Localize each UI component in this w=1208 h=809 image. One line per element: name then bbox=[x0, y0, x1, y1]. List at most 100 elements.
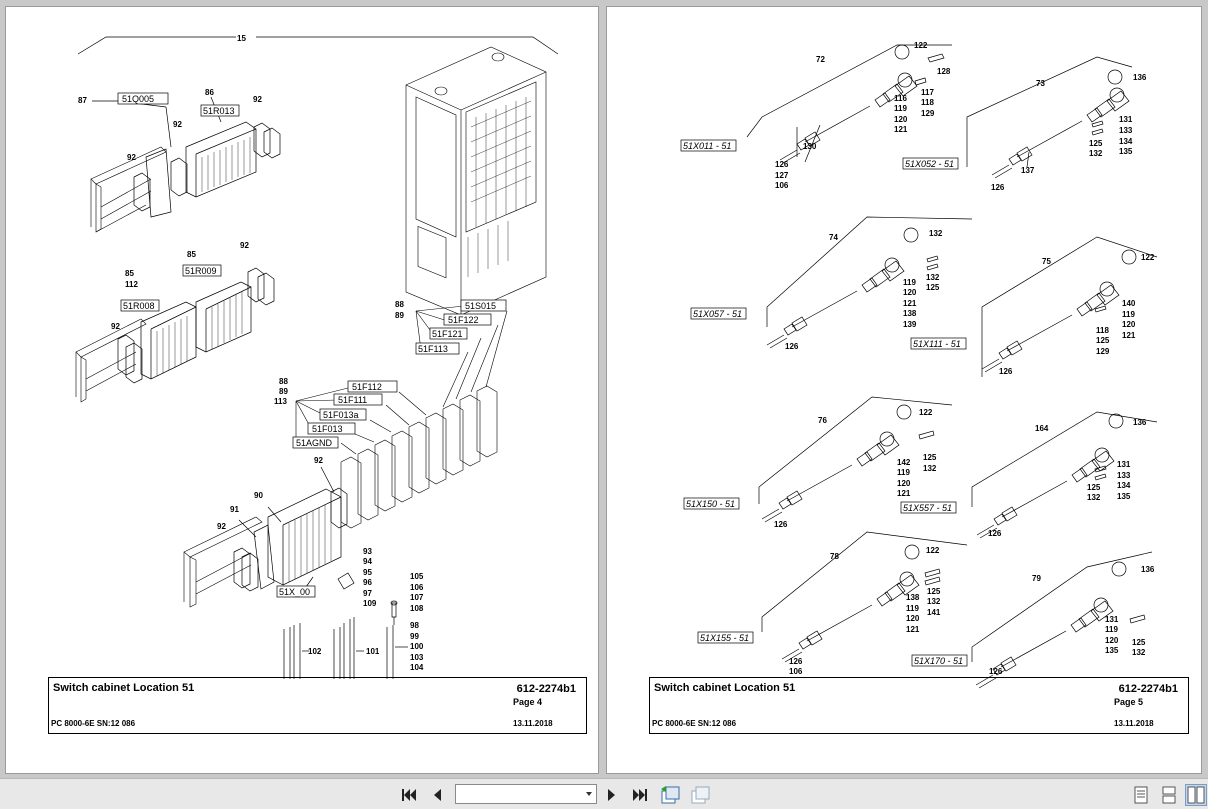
callout-99: 99 bbox=[410, 632, 419, 641]
ref-164: 164 bbox=[1035, 424, 1049, 433]
callout-106: 106 bbox=[410, 583, 424, 592]
single-page-view-button[interactable] bbox=[1130, 784, 1152, 806]
callout-108: 108 bbox=[410, 604, 424, 613]
callout-92: 92 bbox=[173, 120, 182, 129]
callout-94: 94 bbox=[363, 557, 372, 566]
box-51S015: 51S015 bbox=[465, 301, 496, 311]
label: 132 bbox=[927, 597, 941, 606]
forward-view-button[interactable] bbox=[689, 785, 711, 805]
continuous-icon bbox=[1162, 786, 1176, 804]
box-51X052: 51X052 - 51 bbox=[905, 159, 954, 169]
label: 126 bbox=[991, 183, 1005, 192]
callout-15: 15 bbox=[237, 34, 246, 43]
box-51F113: 51F113 bbox=[418, 344, 448, 354]
label: 125 bbox=[926, 283, 940, 292]
box-51AGND: 51AGND bbox=[296, 438, 333, 448]
next-page-button[interactable] bbox=[601, 785, 623, 805]
label: 125 bbox=[1089, 139, 1103, 148]
two-page-icon bbox=[1187, 786, 1205, 804]
callout-100: 100 bbox=[410, 642, 424, 651]
label: 106 bbox=[789, 667, 803, 676]
back-view-button[interactable] bbox=[659, 785, 681, 805]
callout-96: 96 bbox=[363, 578, 372, 587]
box-51R008: 51R008 bbox=[123, 301, 155, 311]
label: 135 bbox=[1117, 492, 1131, 501]
callout-89: 89 bbox=[279, 387, 288, 396]
box-51F112: 51F112 bbox=[352, 382, 382, 392]
box-51F013a: 51F013a bbox=[323, 410, 359, 420]
callout-92: 92 bbox=[240, 241, 249, 250]
callout-101: 101 bbox=[366, 647, 380, 656]
first-page-button[interactable] bbox=[398, 785, 420, 805]
label: 140 bbox=[1122, 299, 1136, 308]
callout-102: 102 bbox=[308, 647, 322, 656]
ref-78: 78 bbox=[830, 552, 839, 561]
page-select[interactable] bbox=[455, 784, 597, 804]
label: 137 bbox=[1021, 166, 1035, 175]
box-51F121: 51F121 bbox=[432, 329, 463, 339]
drawing-title: Switch cabinet Location 51 bbox=[654, 682, 796, 694]
callout-95: 95 bbox=[363, 568, 372, 577]
label: 132 bbox=[1089, 149, 1103, 158]
label: 125 bbox=[1087, 483, 1101, 492]
box-51Q005: 51Q005 bbox=[122, 94, 154, 104]
continuous-view-button[interactable] bbox=[1158, 784, 1180, 806]
label: 133 bbox=[1117, 471, 1131, 480]
label: 116 bbox=[894, 94, 907, 103]
right-drawing: 72 73 74 75 76 164 78 79 51X011 - 51 51X… bbox=[680, 41, 1158, 689]
label: 142 bbox=[897, 458, 911, 467]
label: 126 bbox=[999, 367, 1013, 376]
label: 119 bbox=[1122, 310, 1135, 319]
ref-79: 79 bbox=[1032, 574, 1041, 583]
box-51X111: 51X111 - 51 bbox=[913, 339, 961, 349]
box-51X00: 51X_00 bbox=[279, 587, 310, 597]
drawing-title: Switch cabinet Location 51 bbox=[53, 682, 195, 694]
label: 121 bbox=[906, 625, 920, 634]
callout-112: 112 bbox=[125, 280, 138, 289]
callout-103: 103 bbox=[410, 653, 424, 662]
box-51X011: 51X011 - 51 bbox=[683, 141, 731, 151]
label: 120 bbox=[903, 288, 917, 297]
left-drawing: 15 87 86 92 92 92 85 92 85 112 92 88 89 … bbox=[75, 34, 559, 679]
viewer-toolbar bbox=[0, 778, 1208, 809]
label: 135 bbox=[1119, 147, 1133, 156]
single-page-icon bbox=[1134, 786, 1148, 804]
box-51R009: 51R009 bbox=[185, 266, 217, 276]
box-51X150: 51X150 - 51 bbox=[686, 499, 735, 509]
label: 126 bbox=[989, 667, 1003, 676]
label: 129 bbox=[1096, 347, 1110, 356]
callout-93: 93 bbox=[363, 547, 372, 556]
label: 125 bbox=[1096, 336, 1110, 345]
label: 118 bbox=[1096, 326, 1109, 335]
label: 121 bbox=[894, 125, 908, 134]
callout-92: 92 bbox=[127, 153, 136, 162]
label: 141 bbox=[927, 608, 941, 617]
label: 120 bbox=[1105, 636, 1119, 645]
last-page-button[interactable] bbox=[629, 785, 651, 805]
title-block: Switch cabinet Location 51 612-2274b1 Pa… bbox=[48, 677, 587, 734]
model-number: PC 8000-6E SN:12 086 bbox=[652, 719, 737, 728]
label: 138 bbox=[903, 309, 917, 318]
callout-90: 90 bbox=[254, 491, 263, 500]
next-page-icon bbox=[608, 789, 615, 801]
label: 132 bbox=[923, 464, 937, 473]
label: 126 bbox=[775, 160, 789, 169]
model-number: PC 8000-6E SN:12 086 bbox=[51, 719, 136, 728]
callout-105: 105 bbox=[410, 572, 424, 581]
ref-75: 75 bbox=[1042, 257, 1051, 266]
back-view-icon bbox=[661, 786, 680, 804]
label: 122 bbox=[914, 41, 928, 50]
drawing-date: 13.11.2018 bbox=[1114, 719, 1154, 728]
label: 119 bbox=[903, 278, 916, 287]
two-page-view-button[interactable] bbox=[1185, 784, 1207, 806]
left-page: 15 87 86 92 92 92 85 92 85 112 92 88 89 … bbox=[5, 6, 599, 774]
box-51X170: 51X170 - 51 bbox=[914, 656, 963, 666]
callout-89: 89 bbox=[395, 311, 404, 320]
callout-109: 109 bbox=[363, 599, 377, 608]
label: 125 bbox=[1132, 638, 1146, 647]
prev-page-button[interactable] bbox=[426, 785, 448, 805]
callout-98: 98 bbox=[410, 621, 419, 630]
label: 119 bbox=[894, 104, 907, 113]
label: 119 bbox=[906, 604, 919, 613]
ref-73: 73 bbox=[1036, 79, 1045, 88]
